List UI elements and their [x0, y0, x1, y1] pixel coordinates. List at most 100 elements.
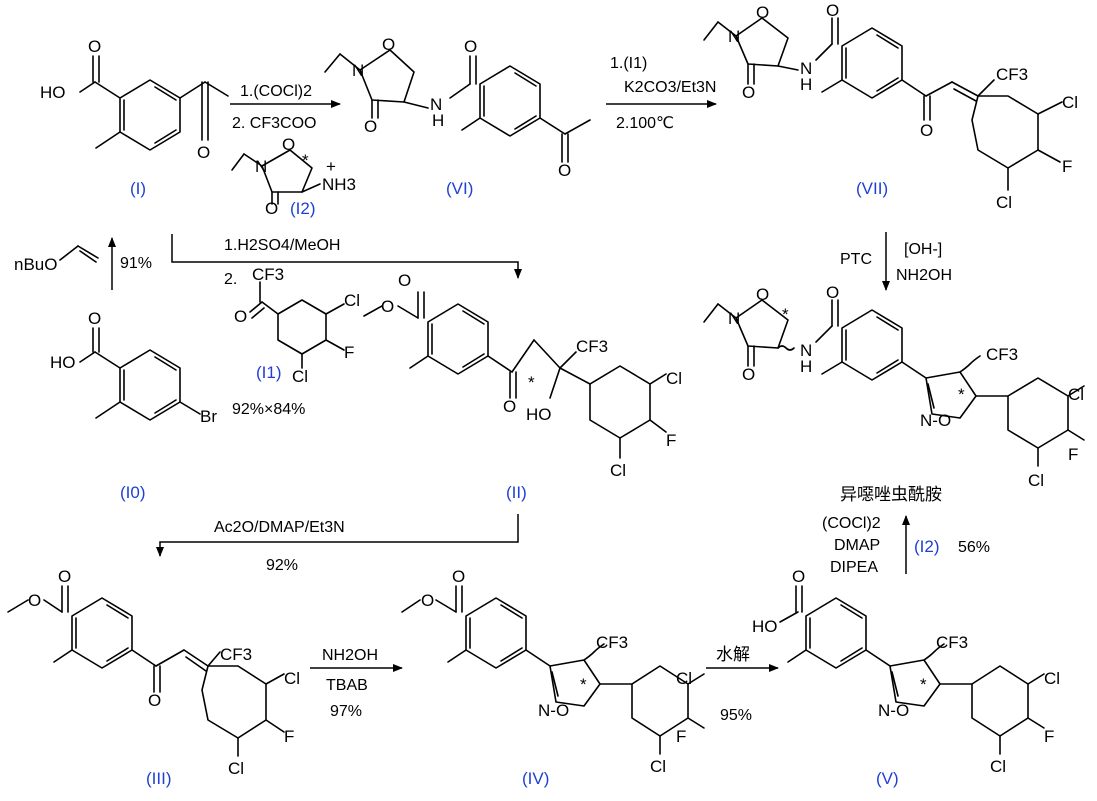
atom-N: N: [728, 309, 740, 328]
compound-label-IV: (IV): [522, 769, 549, 788]
compound-product-structure: N O O * N H O CF3 N-O * Cl F Cl: [703, 283, 1085, 490]
atom-nBuO: nBuO: [14, 255, 57, 274]
atom-HO: HO: [526, 405, 552, 424]
atom-O: O: [148, 691, 161, 710]
atom-F: F: [1044, 727, 1054, 746]
atom-Cl: Cl: [228, 759, 244, 778]
atom-O: O: [920, 121, 933, 140]
atom-Cl: Cl: [1062, 93, 1078, 112]
atom-O: O: [756, 3, 769, 22]
cond-step7-2: TBAB: [326, 677, 368, 694]
atom-O: O: [382, 35, 395, 54]
atom-Br: Br: [200, 407, 217, 426]
atom-O: O: [282, 135, 295, 154]
cond-step8-1: 水解: [716, 645, 750, 665]
atom-N: N: [728, 27, 740, 46]
compound-label-VI: (VI): [446, 179, 473, 198]
atom-CF3: CF3: [596, 633, 628, 652]
cond-step9-3: DIPEA: [830, 559, 878, 576]
cond-step9-4: (I2): [914, 537, 940, 556]
atom-Cl: Cl: [344, 291, 360, 310]
compound-label-I: (I): [130, 179, 146, 198]
compound-I-structure: O HO O: [40, 37, 229, 162]
atom-HO: HO: [50, 353, 76, 372]
atom-O: O: [826, 283, 839, 302]
atom-CF3: CF3: [986, 345, 1018, 364]
atom-O: O: [742, 365, 755, 384]
cond-step9-1: (COCl)2: [822, 515, 881, 532]
atom-O: O: [58, 567, 71, 586]
atom-NO: N-O: [538, 701, 569, 720]
atom-H: H: [800, 75, 812, 94]
compound-II-structure: O O O * CF3 HO Cl F Cl: [363, 271, 682, 480]
atom-NO: N-O: [920, 411, 951, 430]
atom-N: N: [800, 341, 812, 360]
atom-Cl: Cl: [666, 369, 682, 388]
stereo-star: *: [302, 151, 309, 170]
atom-O: O: [421, 591, 434, 610]
cond-step4-1: 1.H2SO4/MeOH: [224, 237, 340, 254]
atom-O: O: [558, 161, 571, 180]
atom-Cl: Cl: [990, 757, 1006, 776]
atom-NH3: NH3: [322, 175, 356, 194]
atom-N: N: [430, 95, 442, 114]
cond-step9-2: DMAP: [834, 537, 880, 554]
atom-O: O: [756, 285, 769, 304]
atom-CF3: CF3: [576, 337, 608, 356]
atom-O: O: [88, 309, 101, 328]
arrow-step4: [171, 234, 522, 279]
arrow-step6: [156, 514, 519, 557]
atom-Cl: Cl: [1068, 385, 1084, 404]
compound-I0-structure: O HO Br: [50, 309, 217, 426]
atom-HO: HO: [40, 83, 66, 102]
atom-O: O: [464, 37, 477, 56]
atom-O: O: [364, 117, 377, 136]
atom-F: F: [1062, 157, 1072, 176]
atom-F: F: [284, 727, 294, 746]
cond-step7-1: NH2OH: [322, 647, 378, 664]
atom-CF3: CF3: [936, 633, 968, 652]
cond-step5-1: PTC: [840, 251, 872, 268]
compound-III-structure: O O O CF3 Cl F Cl: [7, 567, 300, 778]
atom-Cl: Cl: [610, 461, 626, 480]
atom-H: H: [432, 111, 444, 130]
atom-Cl: Cl: [650, 757, 666, 776]
cond-step2-2: K2CO3/Et3N: [624, 79, 716, 96]
reagent-label-I2: (I2): [290, 199, 316, 218]
reagent-I2-structure: N O O NH3 * +: [231, 135, 356, 218]
cond-step1-1: 1.(COCl)2: [240, 83, 312, 100]
compound-label-V: (V): [876, 769, 899, 788]
cond-step5-2: [OH-]: [904, 241, 942, 258]
compound-label-II: (II): [506, 483, 527, 502]
yield-step8: 95%: [720, 707, 752, 724]
atom-F: F: [1068, 445, 1078, 464]
cond-step1-2: 2. CF3COO: [232, 115, 316, 132]
compound-V-structure: O HO CF3 N-O * Cl F Cl: [752, 567, 1060, 776]
atom-O: O: [792, 567, 805, 586]
atom-HO: HO: [752, 617, 778, 636]
atom-O: O: [197, 143, 210, 162]
product-name: 异噁唑虫酰胺: [840, 485, 942, 505]
compound-label-III: (III): [146, 769, 172, 788]
atom-N: N: [255, 157, 267, 176]
compound-VII-structure: N O O N H O O CF3 Cl F Cl: [703, 1, 1078, 212]
atom-F: F: [344, 343, 354, 362]
atom-O: O: [826, 1, 839, 20]
atom-Cl: Cl: [284, 669, 300, 688]
atom-H: H: [800, 357, 812, 376]
atom-O: O: [742, 83, 755, 102]
atom-N: N: [352, 61, 364, 80]
atom-CF3: CF3: [996, 65, 1028, 84]
cond-step6-1: Ac2O/DMAP/Et3N: [214, 519, 345, 536]
atom-Cl: Cl: [676, 669, 692, 688]
atom-O: O: [28, 591, 41, 610]
atom-F: F: [676, 727, 686, 746]
reagent-label-I1: (I1): [256, 363, 282, 382]
atom-Cl: Cl: [996, 193, 1012, 212]
yield-step6: 92%: [266, 557, 298, 574]
reagent-I1-structure: CF3 O Cl F Cl: [234, 265, 360, 386]
compound-VI-structure: N O O N H O O: [324, 35, 591, 180]
atom-O: O: [234, 307, 247, 326]
atom-Cl: Cl: [1028, 471, 1044, 490]
